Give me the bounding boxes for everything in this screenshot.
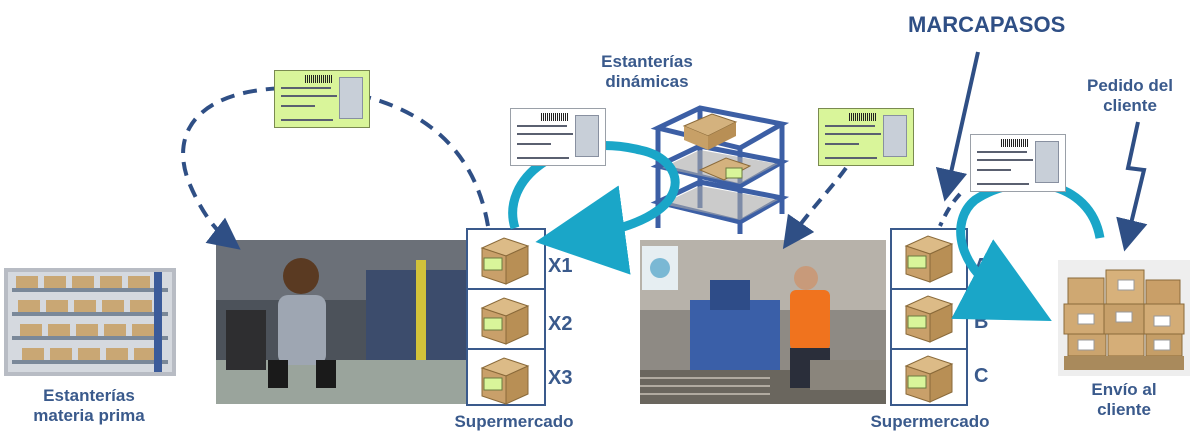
label-supermarket-1: Supermercado — [454, 412, 574, 431]
machine-operator-photo — [640, 240, 886, 404]
kanban-card-icon — [818, 108, 914, 166]
operator-workstation-photo — [216, 240, 466, 404]
kanban-card-icon — [510, 108, 606, 166]
slot-label-x2: X2 — [548, 313, 573, 335]
label-raw-material-racks: Estanterías materia prima — [33, 386, 145, 426]
label-shipping: Envío al cliente — [1091, 380, 1157, 420]
slot-label-x3: X3 — [548, 367, 573, 389]
shipping-pallet-photo — [1058, 260, 1190, 376]
kanban-card-icon — [970, 134, 1066, 192]
slot-label-c: C — [974, 365, 989, 387]
kanban-loop-arrow-2 — [782, 166, 848, 250]
label-flow-racks: Estanterías dinámicas — [601, 52, 693, 92]
supermarket-1-slot-x3 — [466, 348, 546, 406]
raw-material-racks-photo — [4, 268, 176, 376]
kanban-card-icon — [274, 70, 370, 128]
pacemaker-arrow — [935, 51, 980, 202]
label-customer-order: Pedido del cliente — [1087, 76, 1173, 116]
label-supermarket-2: Supermercado — [870, 412, 990, 431]
flow-arrow-shipping — [951, 179, 1105, 321]
kanban-loop-arrow-3 — [938, 192, 962, 227]
flow-arrow-1 — [508, 141, 680, 275]
flow-rack-image — [640, 88, 790, 236]
label-pacemaker: MARCAPASOS — [908, 12, 1066, 37]
lightning-bolt-icon — [1116, 121, 1148, 252]
